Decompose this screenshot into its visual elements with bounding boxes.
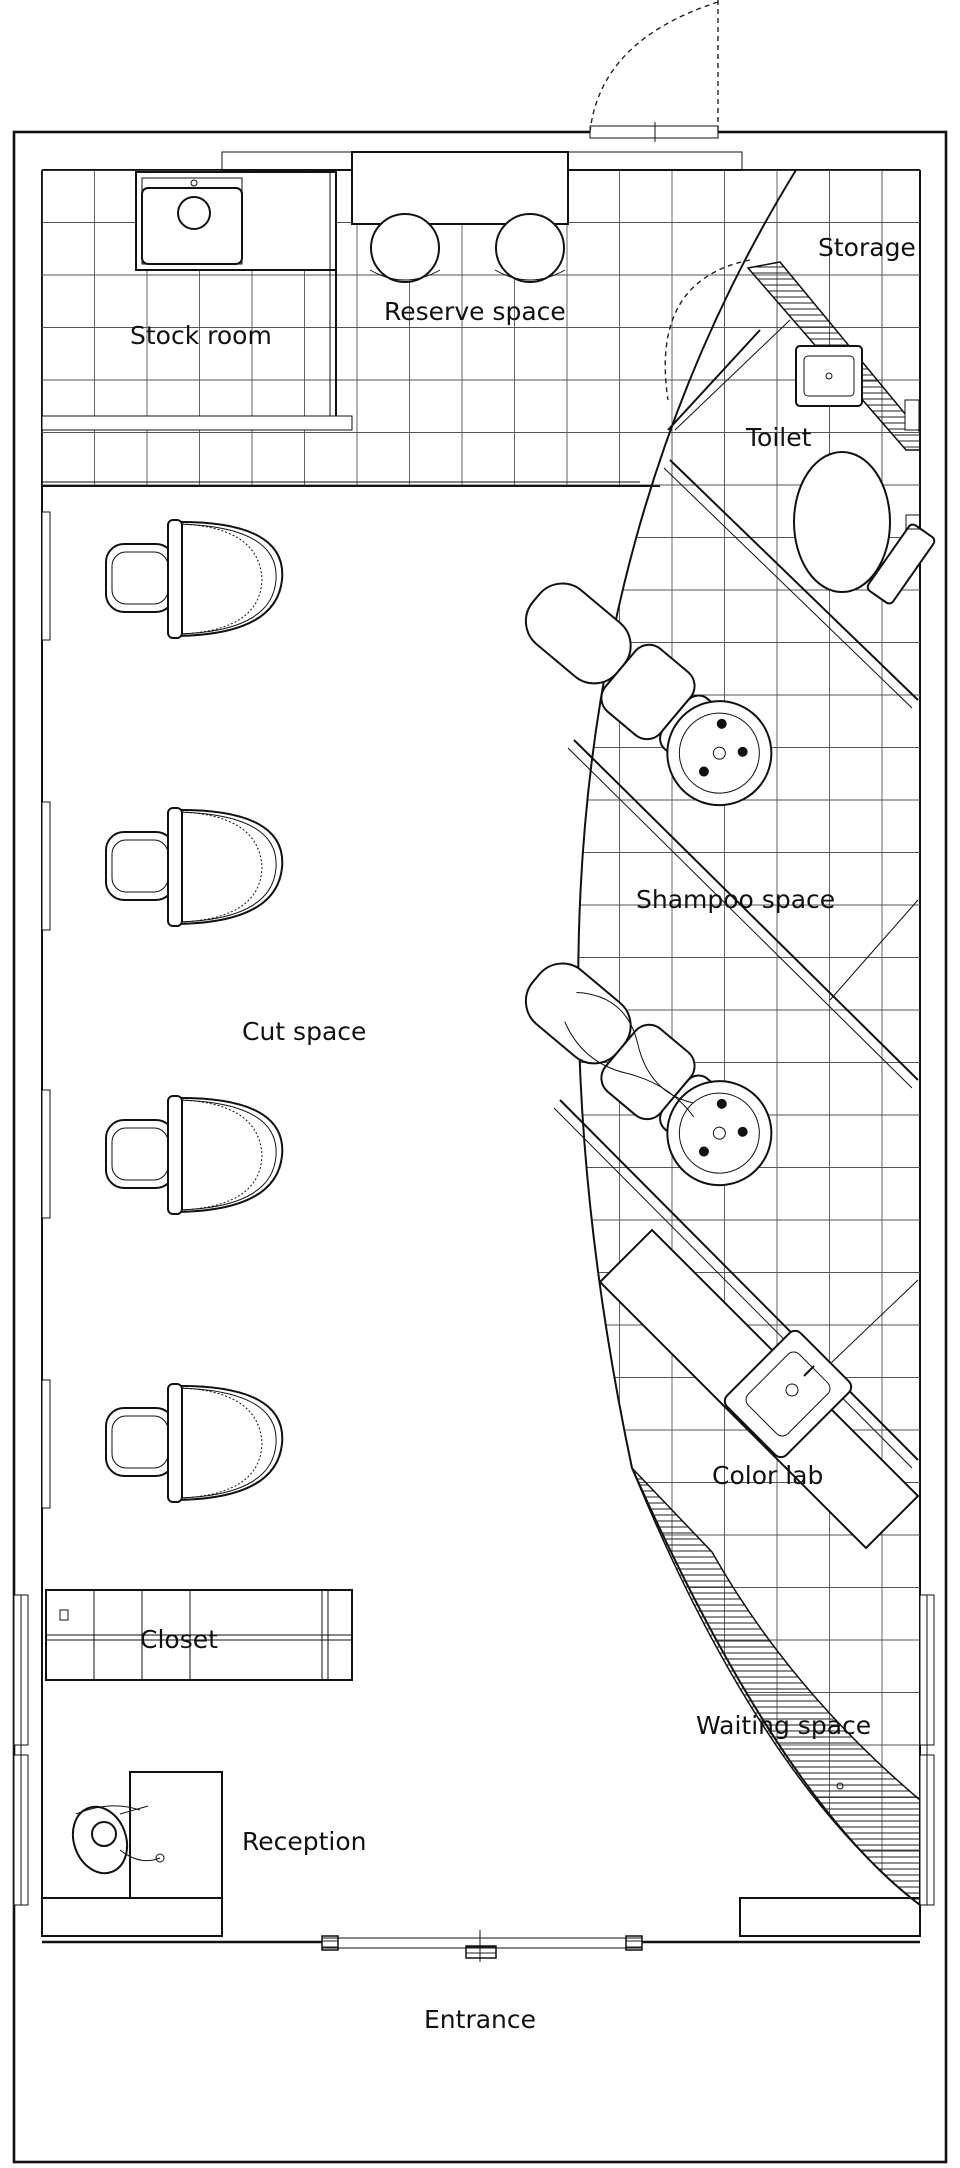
label-reserve-space: Reserve space bbox=[384, 297, 566, 326]
wall-mirrors bbox=[41, 511, 51, 1509]
stool-2 bbox=[494, 213, 566, 283]
label-shampoo-space: Shampoo space bbox=[636, 885, 835, 914]
label-closet: Closet bbox=[140, 1625, 218, 1654]
entrance-doors bbox=[321, 1930, 643, 1962]
stool-1 bbox=[369, 213, 441, 283]
stock-room-sink-counter bbox=[135, 171, 337, 271]
label-color-lab: Color lab bbox=[712, 1461, 823, 1490]
label-toilet: Toilet bbox=[745, 423, 812, 452]
diagonal-partitions bbox=[553, 319, 919, 1469]
label-entrance: Entrance bbox=[424, 2005, 536, 2034]
label-stock-room: Stock room bbox=[130, 321, 272, 350]
color-lab-counter bbox=[598, 1228, 920, 1550]
reception-desk bbox=[129, 1771, 223, 1899]
label-waiting-space: Waiting space bbox=[696, 1711, 871, 1740]
rear-door bbox=[589, 0, 719, 142]
cut-chair bbox=[105, 519, 284, 639]
toilet-bowl bbox=[793, 451, 891, 593]
waiting-bench bbox=[631, 1467, 921, 1907]
cut-chair bbox=[105, 1383, 284, 1503]
reserve-counter bbox=[351, 151, 569, 225]
receptionist-figure bbox=[71, 1805, 165, 1875]
toilet-door-swing bbox=[664, 259, 751, 401]
toilet-room bbox=[664, 259, 936, 605]
cut-chair bbox=[105, 1095, 284, 1215]
side-windows bbox=[13, 1594, 935, 1906]
toilet-basin-counter bbox=[795, 345, 863, 407]
label-storage: Storage bbox=[818, 233, 916, 262]
cut-chair bbox=[105, 807, 284, 927]
shampoo-chair-1 bbox=[524, 582, 773, 807]
label-reception: Reception bbox=[242, 1827, 367, 1856]
stock-room-partition bbox=[41, 170, 353, 431]
toilet-tank bbox=[866, 523, 936, 605]
closet-unit bbox=[45, 1589, 353, 1681]
shampoo-chair-2 bbox=[524, 962, 773, 1187]
label-cut-space: Cut space bbox=[242, 1017, 366, 1046]
